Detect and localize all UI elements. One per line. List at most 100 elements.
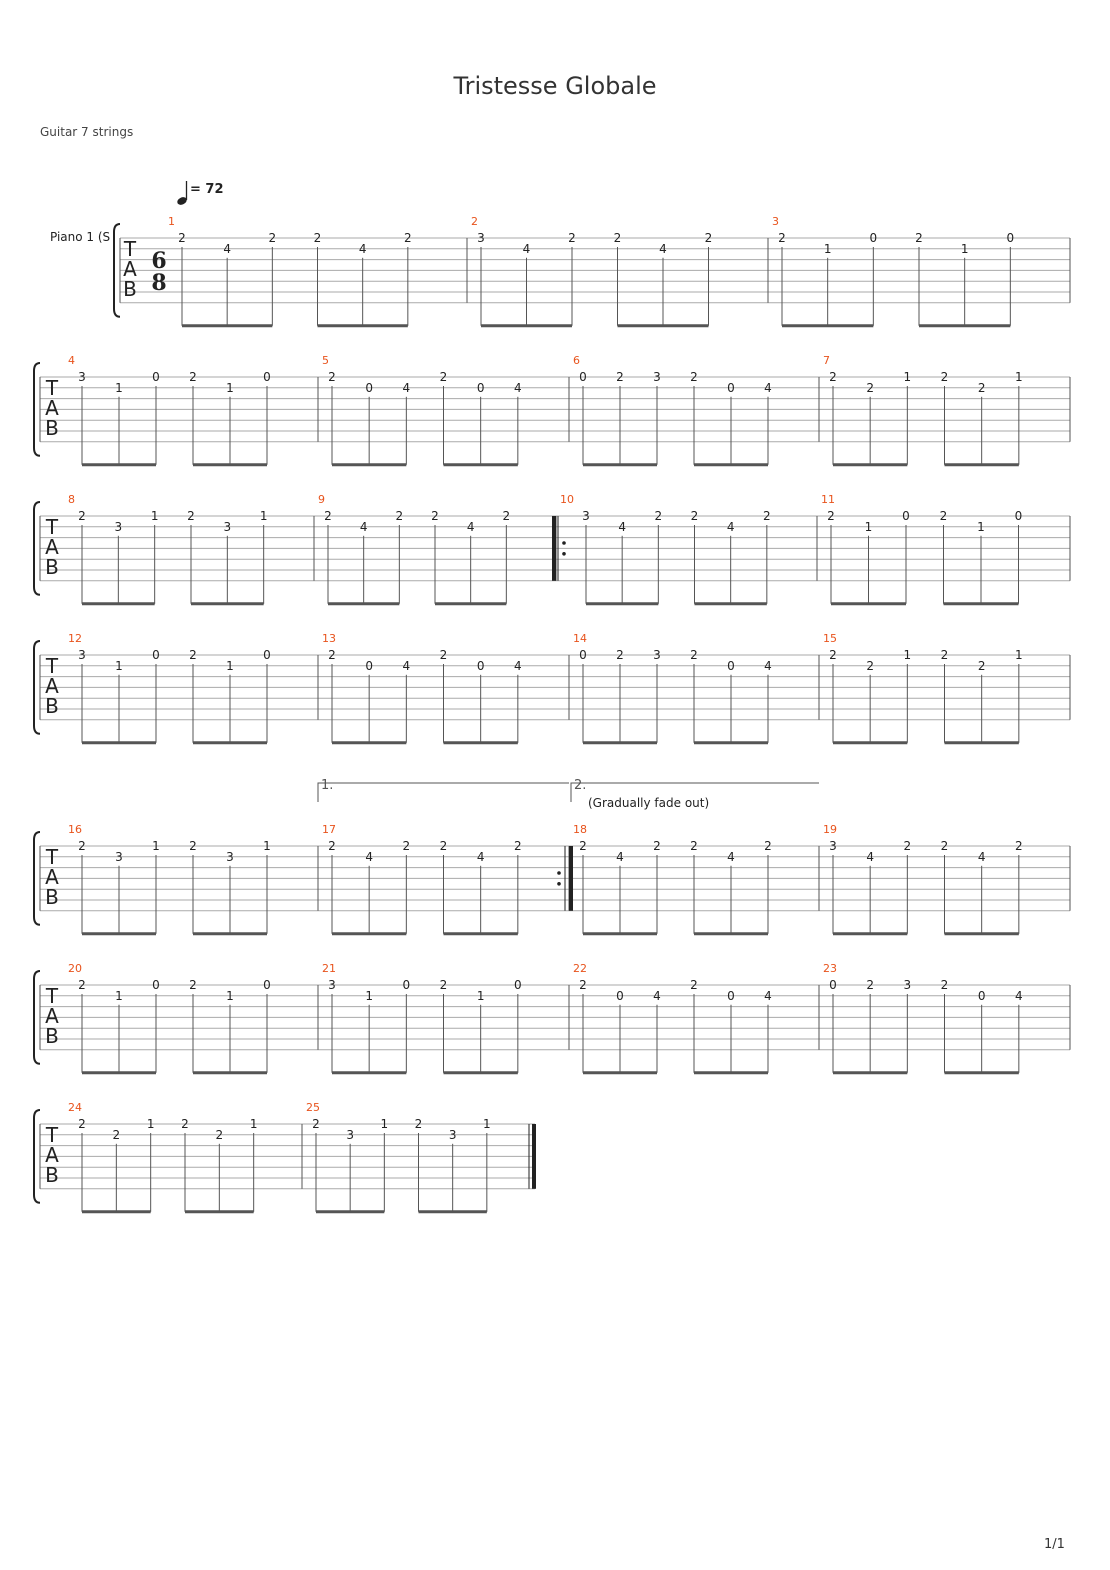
- system-bracket: [33, 640, 41, 735]
- tempo-marking: = 72: [190, 182, 224, 197]
- fret-number: 1: [226, 659, 234, 673]
- fret-number: 2: [440, 648, 448, 662]
- tab-letter: B: [45, 416, 59, 440]
- bar-number: 4: [68, 354, 75, 367]
- system-bracket: [33, 831, 41, 926]
- volta-2-label: 2.: [574, 778, 586, 793]
- repeat-end-thick-bar: [569, 846, 573, 911]
- tab-letter: A: [123, 257, 137, 281]
- fret-number: 4: [618, 520, 626, 534]
- fret-number: 4: [523, 242, 531, 256]
- fret-number: 2: [829, 648, 837, 662]
- fret-number: 3: [653, 370, 661, 384]
- fret-number: 1: [365, 989, 373, 1003]
- fret-number: 2: [827, 509, 835, 523]
- tab-letter: A: [45, 396, 59, 420]
- fret-number: 2: [189, 978, 197, 992]
- fret-number: 2: [941, 839, 949, 853]
- fret-number: 2: [514, 839, 522, 853]
- fret-number: 2: [440, 978, 448, 992]
- track-name: Piano 1 (S: [50, 230, 110, 244]
- tab-letter: A: [45, 674, 59, 698]
- fret-number: 2: [431, 509, 439, 523]
- tab-letter: B: [45, 1024, 59, 1048]
- fret-number: 3: [582, 509, 590, 523]
- fret-number: 2: [614, 231, 622, 245]
- fret-number: 4: [659, 242, 667, 256]
- fret-number: 1: [483, 1117, 491, 1131]
- fret-number: 4: [467, 520, 475, 534]
- fret-number: 2: [763, 509, 771, 523]
- final-thick-barline: [532, 1124, 536, 1189]
- bar-number: 11: [821, 493, 835, 506]
- fret-number: 2: [78, 1117, 86, 1131]
- fret-number: 2: [312, 1117, 320, 1131]
- bar-number: 21: [322, 962, 336, 975]
- fret-number: 3: [78, 648, 86, 662]
- fret-number: 0: [365, 381, 373, 395]
- fret-number: 2: [915, 231, 923, 245]
- fret-number: 4: [653, 989, 661, 1003]
- fret-number: 2: [616, 370, 624, 384]
- fret-number: 1: [147, 1117, 155, 1131]
- quarter-note-icon: [177, 197, 187, 205]
- fret-number: 2: [653, 839, 661, 853]
- fret-number: 2: [655, 509, 663, 523]
- bar-number: 3: [772, 215, 779, 228]
- fret-number: 1: [115, 989, 123, 1003]
- fret-number: 2: [904, 839, 912, 853]
- fret-number: 3: [115, 520, 123, 534]
- fret-number: 0: [365, 659, 373, 673]
- bar-number: 2: [471, 215, 478, 228]
- bar-number: 5: [322, 354, 329, 367]
- fret-number: 4: [403, 659, 411, 673]
- fret-number: 1: [381, 1117, 389, 1131]
- fret-number: 3: [78, 370, 86, 384]
- fret-number: 0: [579, 648, 587, 662]
- repeat-start-thick-bar: [552, 516, 556, 581]
- fret-number: 3: [224, 520, 232, 534]
- fret-number: 2: [690, 370, 698, 384]
- fret-number: 2: [778, 231, 786, 245]
- fret-number: 2: [314, 231, 322, 245]
- fret-number: 1: [226, 989, 234, 1003]
- fret-number: 0: [1007, 231, 1015, 245]
- fret-number: 2: [187, 509, 195, 523]
- fret-number: 1: [904, 370, 912, 384]
- fret-number: 0: [263, 978, 271, 992]
- fret-number: 2: [690, 978, 698, 992]
- fret-number: 2: [189, 839, 197, 853]
- fret-number: 1: [226, 381, 234, 395]
- system-bracket: [33, 501, 41, 596]
- repeat-dot: [557, 882, 561, 886]
- fret-number: 3: [653, 648, 661, 662]
- tab-letter: T: [45, 984, 59, 1008]
- fret-number: 2: [396, 509, 404, 523]
- fret-number: 2: [404, 231, 412, 245]
- fret-number: 3: [904, 978, 912, 992]
- fret-number: 0: [727, 989, 735, 1003]
- repeat-dot: [557, 871, 561, 875]
- fret-number: 2: [866, 381, 874, 395]
- tab-letter: B: [45, 885, 59, 909]
- fret-number: 2: [328, 370, 336, 384]
- fret-number: 2: [403, 839, 411, 853]
- fret-number: 1: [824, 242, 832, 256]
- fret-number: 1: [263, 839, 271, 853]
- fret-number: 4: [223, 242, 231, 256]
- tab-letter: A: [45, 1004, 59, 1028]
- volta-1-label: 1.: [321, 778, 333, 793]
- bar-number: 23: [823, 962, 837, 975]
- fret-number: 2: [941, 370, 949, 384]
- fret-number: 2: [829, 370, 837, 384]
- fret-number: 2: [440, 839, 448, 853]
- bar-number: 17: [322, 823, 336, 836]
- fade-out-annotation: (Gradually fade out): [588, 796, 709, 810]
- fret-number: 0: [978, 989, 986, 1003]
- fret-number: 0: [514, 978, 522, 992]
- fret-number: 2: [189, 648, 197, 662]
- tab-letter: T: [45, 376, 59, 400]
- fret-number: 2: [181, 1117, 189, 1131]
- fret-number: 3: [115, 850, 123, 864]
- bar-number: 12: [68, 632, 82, 645]
